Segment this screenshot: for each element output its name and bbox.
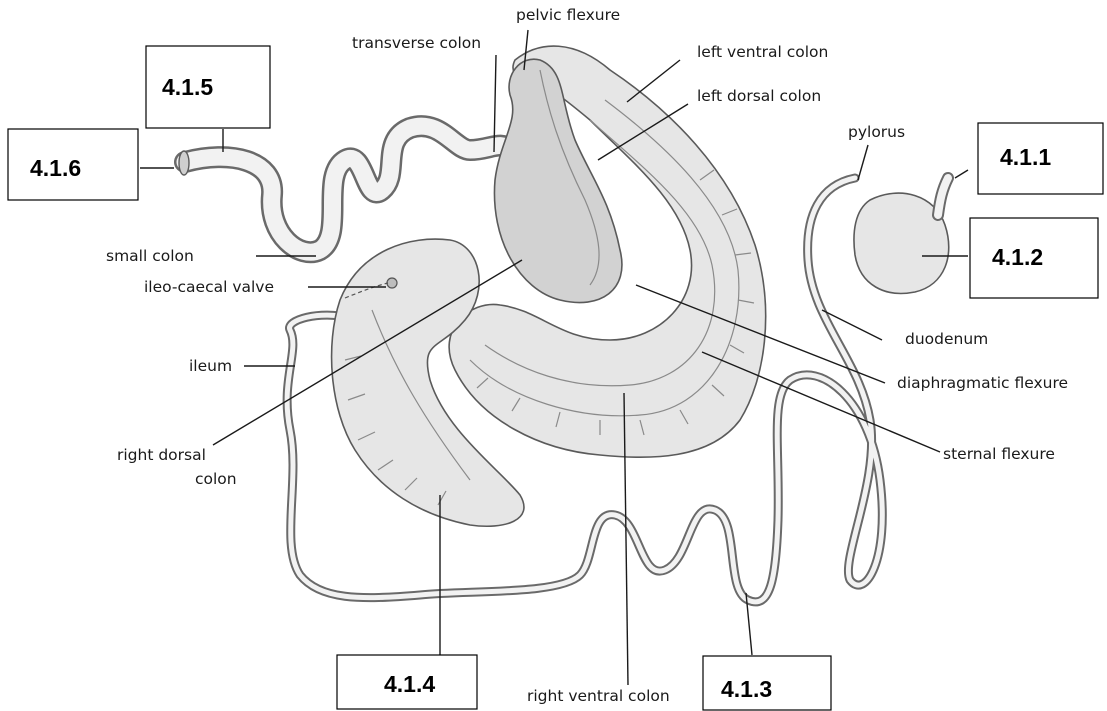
- answer-box-4-1-5-label: 4.1.5: [162, 74, 213, 100]
- label-left-ventral-colon: left ventral colon: [697, 43, 828, 61]
- label-diaphragmatic-flexure: diaphragmatic flexure: [897, 374, 1068, 392]
- label-duodenum: duodenum: [905, 330, 988, 348]
- leader-pylorus: [858, 145, 868, 180]
- label-left-dorsal-colon: left dorsal colon: [697, 87, 821, 105]
- leader-box-4-1-1: [955, 170, 968, 178]
- answer-box-4-1-3[interactable]: 4.1.3: [703, 656, 831, 710]
- label-pelvic-flexure: pelvic flexure: [516, 6, 620, 24]
- label-transverse-colon: transverse colon: [352, 34, 481, 52]
- leader-left-ventral-colon: [627, 60, 680, 102]
- label-right-ventral-colon: right ventral colon: [527, 687, 670, 705]
- label-ileo-caecal-valve: ileo-caecal valve: [144, 278, 274, 296]
- label-right-dorsal-colon-line2: colon: [195, 470, 237, 488]
- answer-box-4-1-4-label: 4.1.4: [384, 671, 435, 697]
- answer-box-4-1-1-label: 4.1.1: [1000, 144, 1051, 170]
- label-ileum: ileum: [189, 357, 232, 375]
- small-colon-tube: [179, 126, 510, 252]
- intestine-illustration: [179, 46, 949, 602]
- answer-box-4-1-3-label: 4.1.3: [721, 676, 772, 702]
- label-small-colon: small colon: [106, 247, 194, 265]
- answer-box-4-1-4[interactable]: 4.1.4: [337, 655, 477, 709]
- answer-box-4-1-2[interactable]: 4.1.2: [970, 218, 1098, 298]
- answer-box-4-1-6-label: 4.1.6: [30, 155, 81, 181]
- stomach: [854, 178, 949, 293]
- answer-box-4-1-5[interactable]: 4.1.5: [146, 46, 270, 128]
- label-sternal-flexure: sternal flexure: [943, 445, 1055, 463]
- answer-box-4-1-1[interactable]: 4.1.1: [978, 123, 1103, 194]
- label-pylorus: pylorus: [848, 123, 905, 141]
- answer-box-4-1-6[interactable]: 4.1.6: [8, 129, 138, 200]
- label-right-dorsal-colon-line1: right dorsal: [117, 446, 206, 464]
- answer-box-4-1-2-label: 4.1.2: [992, 244, 1043, 270]
